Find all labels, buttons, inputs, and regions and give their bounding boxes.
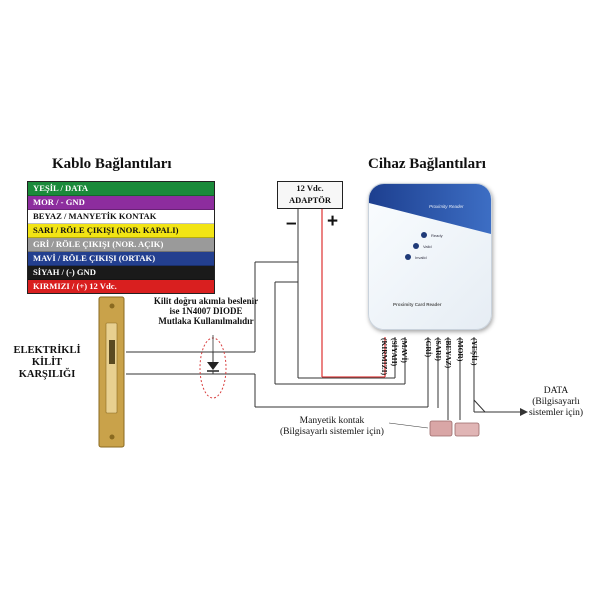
device-brand: Proximity Reader: [429, 204, 464, 209]
wire-label-gray: (GRİ): [424, 338, 433, 358]
electric-lock-label: ELEKTRİKLİ KİLİT KARŞILIĞI: [4, 345, 90, 381]
invalid-led-label: Invalid: [415, 255, 427, 260]
device-top-panel: [369, 184, 491, 234]
magnetic-contact-label: Manyetik kontak (Bilgisayarlı sistemler …: [262, 416, 402, 438]
ready-led-icon: [421, 232, 427, 238]
wire-label-white: (BEYAZ): [444, 338, 453, 369]
device-footer: Proximity Card Reader: [393, 302, 442, 307]
valid-led-label: Valid: [423, 244, 432, 249]
legend-row: BEYAZ / MANYETİK KONTAK: [28, 210, 214, 224]
lock-label-line3: KARŞILIĞI: [18, 369, 76, 380]
wire-label-purple: (MOR): [456, 338, 465, 362]
legend-row: MOR / - GND: [28, 196, 214, 210]
data-label-line1: DATA: [543, 386, 569, 396]
data-label-line3: sistemler için): [528, 408, 584, 418]
diode-note: Kilit doğru akımla beslenir ise 1N4007 D…: [126, 296, 286, 326]
invalid-led-icon: [405, 254, 411, 260]
lock-label-line2: KİLİT: [31, 357, 63, 368]
valid-led-icon: [413, 243, 419, 249]
adaptor-label: ADAPTÖR: [288, 195, 332, 205]
plus-sign: +: [327, 211, 339, 232]
power-adaptor: 12 Vdc. ADAPTÖR: [277, 181, 343, 209]
magnetic-contact-right: [454, 422, 480, 437]
legend-row: MAVİ / RÖLE ÇIKIŞI (ORTAK): [28, 252, 214, 266]
cable-connections-title: Kablo Bağlantıları: [52, 156, 172, 172]
adaptor-voltage: 12 Vdc.: [296, 183, 324, 193]
legend-row: GRİ / RÖLE ÇIKIŞI (NOR. AÇIK): [28, 238, 214, 252]
data-arrowhead: [520, 408, 528, 416]
minus-sign: –: [286, 213, 297, 234]
strike-slot: [109, 340, 115, 364]
wire-label-blue: (MAVİ): [400, 338, 409, 363]
strike-screw-bottom: [109, 434, 115, 440]
magnetic-contact-left: [429, 420, 453, 437]
proximity-card-reader: Proximity Reader Ready Valid Invalid Pro…: [368, 183, 492, 330]
magnetic-label-line1: Manyetik kontak: [299, 416, 365, 426]
data-label: DATA (Bilgisayarlı sistemler için): [518, 386, 594, 419]
strike-screw-top: [109, 303, 115, 309]
data-label-line2: (Bilgisayarlı: [532, 397, 580, 407]
legend-row: KIRMIZI / (+) 12 Vdc.: [28, 280, 214, 293]
legend-row: SİYAH / (-) GND: [28, 266, 214, 280]
data-arrow: [473, 399, 520, 413]
diode-note-line2: ise 1N4007 DIODE: [169, 306, 243, 316]
device-connections-title: Cihaz Bağlantıları: [368, 156, 486, 172]
wire-label-black: (SİYAH): [390, 338, 399, 367]
wire-label-yellow: (SARI): [434, 338, 443, 361]
diode-symbol: [207, 362, 219, 370]
magnetic-leader: [388, 422, 429, 429]
wire-label-red: (KIRMIZI): [380, 338, 389, 376]
strike-inner: [105, 322, 118, 414]
legend-row: SARI / RÖLE ÇIKIŞI (NOR. KAPALI): [28, 224, 214, 238]
magnetic-label-line2: (Bilgisayarlı sistemler için): [280, 427, 384, 437]
lock-label-line1: ELEKTRİKLİ: [13, 345, 81, 356]
legend-row: YEŞİL / DATA: [28, 182, 214, 196]
diode-note-line3: Mutlaka Kullanılmalıdır: [158, 316, 254, 326]
diode-note-line1: Kilit doğru akımla beslenir: [153, 296, 259, 306]
ready-led-label: Ready: [431, 233, 443, 238]
wire-label-green: (YEŞİL): [470, 338, 479, 366]
